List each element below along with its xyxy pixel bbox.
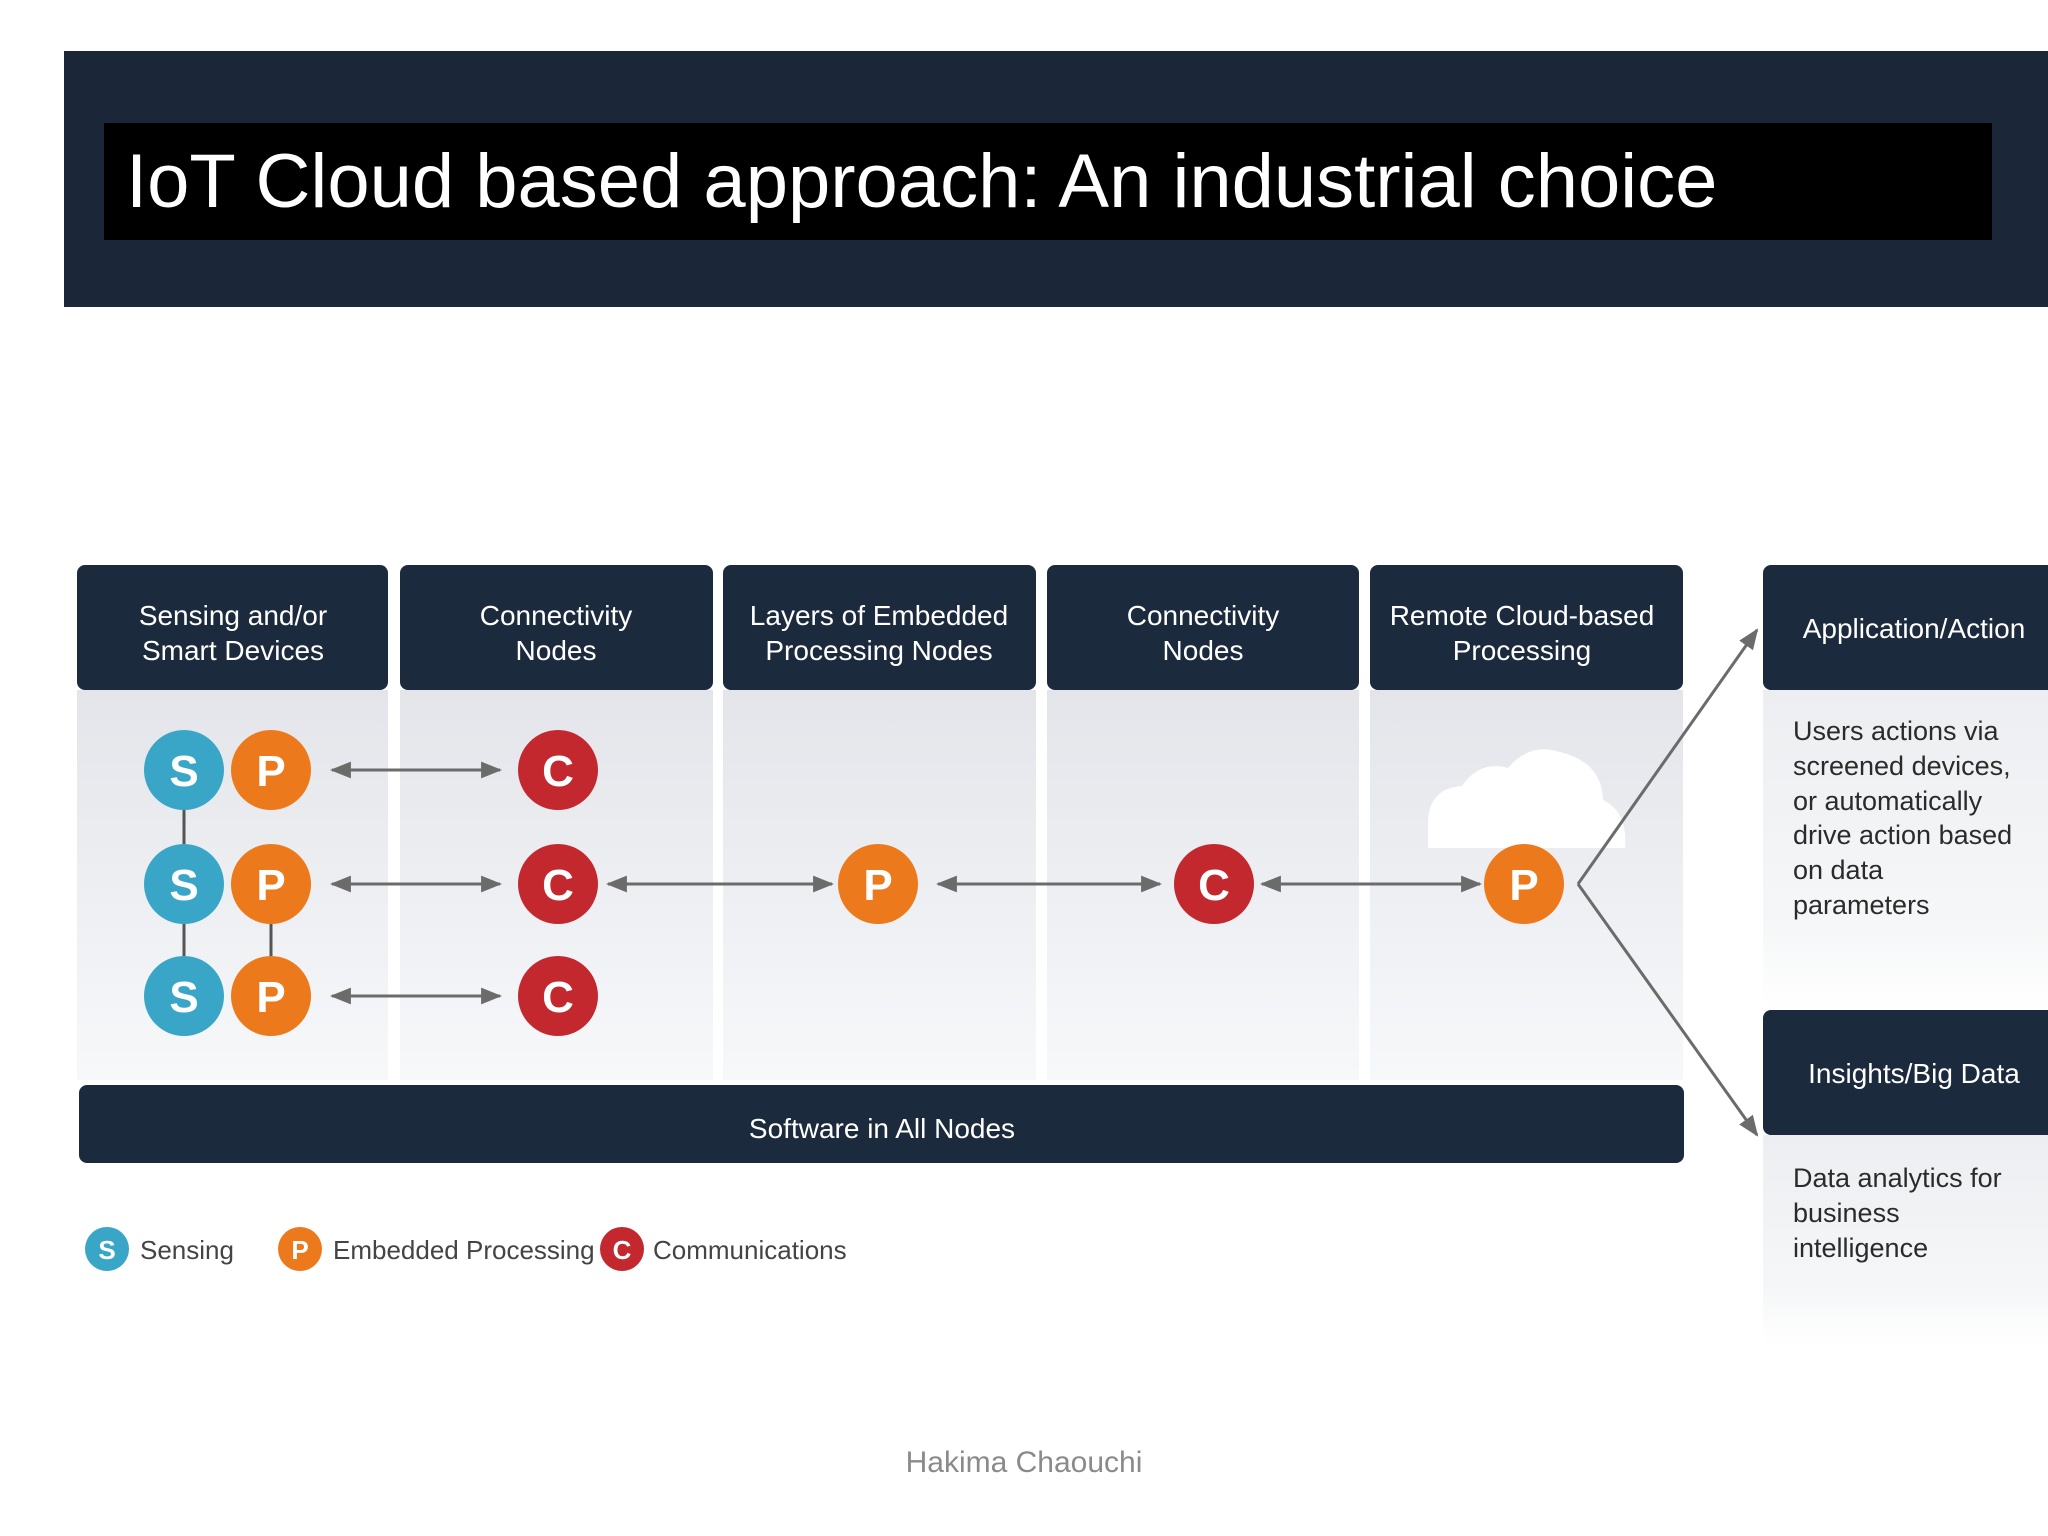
- legend-processing-icon: [278, 1227, 322, 1271]
- processing-node-3: [231, 956, 311, 1036]
- application-header-label: Application/Action: [1803, 613, 2026, 644]
- comm-node-4: [1174, 844, 1254, 924]
- title-box: IoT Cloud based approach: An industrial …: [104, 123, 1992, 240]
- application-body-line-1: Users actions via: [1793, 716, 2000, 746]
- cloud-icon: [1428, 749, 1626, 848]
- column-header-5-line1: Remote Cloud-based: [1390, 600, 1655, 631]
- insights-body-line-3: intelligence: [1793, 1233, 1928, 1263]
- legend-communications-letter: C: [613, 1235, 632, 1265]
- slide-title: IoT Cloud based approach: An industrial …: [126, 139, 1718, 224]
- legend-processing-letter: P: [291, 1235, 308, 1265]
- processing-node-1-letter: P: [256, 747, 285, 796]
- column-header-4-line2: Nodes: [1163, 635, 1244, 666]
- column-header-5-line2: Processing: [1453, 635, 1592, 666]
- legend-sensing-letter: S: [98, 1235, 115, 1265]
- column-header-4-line1: Connectivity: [1127, 600, 1280, 631]
- legend-sensing-icon: [85, 1227, 129, 1271]
- application-body-line-2: screened devices,: [1793, 751, 2011, 781]
- column-header-2-line2: Nodes: [516, 635, 597, 666]
- legend-communications-icon: [600, 1227, 644, 1271]
- embedded-processing-node: [838, 844, 918, 924]
- legend-communications-label: Communications: [653, 1235, 847, 1265]
- processing-node-1: [231, 730, 311, 810]
- sensing-node-3-letter: S: [169, 973, 198, 1022]
- application-body-line-5: on data: [1793, 855, 1884, 885]
- software-bar: [79, 1085, 1684, 1163]
- sensing-node-2: [144, 844, 224, 924]
- column-header-1-line2: Smart Devices: [142, 635, 324, 666]
- comm-node-3: [518, 956, 598, 1036]
- application-header: [1763, 565, 2048, 690]
- legend-sensing-label: Sensing: [140, 1235, 234, 1265]
- legend-processing-label: Embedded Processing: [333, 1235, 595, 1265]
- sensing-node-1-letter: S: [169, 747, 198, 796]
- insights-header: [1763, 1010, 2048, 1135]
- column-header-5: [1370, 565, 1683, 690]
- comm-node-2-letter: C: [542, 861, 574, 910]
- sensing-node-2-letter: S: [169, 861, 198, 910]
- slide-footer-author: Hakima Chaouchi: [905, 1446, 1143, 1479]
- application-body-line-4: drive action based: [1793, 820, 2012, 850]
- comm-node-1-letter: C: [542, 747, 574, 796]
- column-header-1: [77, 565, 388, 690]
- processing-node-3-letter: P: [256, 973, 285, 1022]
- application-body-line-6: parameters: [1793, 890, 1930, 920]
- sensing-node-1: [144, 730, 224, 810]
- column-header-4: [1047, 565, 1359, 690]
- insights-header-label: Insights/Big Data: [1808, 1058, 2020, 1089]
- comm-node-1: [518, 730, 598, 810]
- embedded-processing-node-letter: P: [863, 861, 892, 910]
- arrow-to-application: [1576, 628, 1759, 885]
- arrow-to-insights: [1576, 883, 1759, 1137]
- insights-body-line-1: Data analytics for: [1793, 1163, 2002, 1193]
- insights-body-line-2: business: [1793, 1198, 1900, 1228]
- software-bar-label: Software in All Nodes: [749, 1113, 1015, 1144]
- insights-panel: [1763, 1135, 2048, 1345]
- application-body-line-3: or automatically: [1793, 786, 1983, 816]
- column-header-3-line2: Processing Nodes: [765, 635, 992, 666]
- column-header-2-line1: Connectivity: [480, 600, 633, 631]
- column-header-2: [400, 565, 713, 690]
- comm-node-2: [518, 844, 598, 924]
- comm-node-4-letter: C: [1198, 861, 1230, 910]
- cloud-processing-node-letter: P: [1509, 861, 1538, 910]
- column-header-1-line1: Sensing and/or: [139, 600, 327, 631]
- column-header-3-line1: Layers of Embedded: [750, 600, 1008, 631]
- sensing-node-3: [144, 956, 224, 1036]
- processing-node-2-letter: P: [256, 861, 285, 910]
- processing-node-2: [231, 844, 311, 924]
- cloud-processing-node: [1484, 844, 1564, 924]
- comm-node-3-letter: C: [542, 973, 574, 1022]
- application-panel: [1763, 690, 2048, 1010]
- column-header-3: [723, 565, 1036, 690]
